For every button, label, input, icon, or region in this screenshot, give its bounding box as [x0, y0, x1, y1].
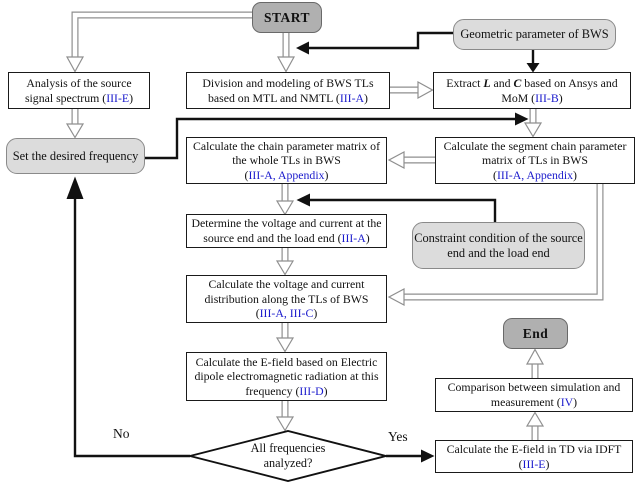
geometric-label: Geometric parameter of BWS	[460, 27, 609, 42]
determine-label: Determine the voltage and current at the…	[191, 216, 382, 245]
ref-III-E: III-E	[522, 456, 546, 471]
symbol-L: L	[483, 75, 491, 90]
ref-III-A: III-A	[339, 90, 365, 105]
node-determine-vi: Determine the voltage and current at the…	[186, 214, 387, 248]
black-arrows	[66, 31, 540, 463]
ref-III-A-III-C: III-A, III-C	[259, 306, 314, 321]
set-frequency-label: Set the desired frequency	[12, 148, 139, 163]
end-label: End	[522, 325, 549, 341]
node-end: End	[503, 318, 568, 349]
ref-III-D: III-D	[299, 383, 324, 398]
ref-III-A-appendix: III-A, Appendix	[248, 167, 325, 182]
idft-label: Calculate the E-field in TD via IDFT(III…	[446, 441, 622, 471]
decision-diamond-shape	[189, 430, 387, 482]
node-set-frequency: Set the desired frequency	[6, 138, 145, 174]
start-label: START	[263, 9, 311, 25]
node-start: START	[252, 2, 322, 33]
ref-IV: IV	[560, 395, 574, 409]
edge-label-no: No	[113, 426, 130, 441]
ref-III-B: III-B	[535, 90, 559, 105]
ref-III-E: III-E	[106, 90, 130, 105]
symbol-C: C	[513, 75, 522, 90]
ref-III-A-appendix: III-A, Appendix	[496, 167, 573, 182]
decision-diamond-label: All frequencies analyzed?	[250, 441, 326, 470]
node-geometric-parameter: Geometric parameter of BWS	[453, 19, 616, 50]
hollow-arrows	[65, 11, 604, 440]
ref-III-A: III-A	[341, 231, 366, 245]
node-idft: Calculate the E-field in TD via IDFT(III…	[435, 440, 633, 473]
edge-label-yes: Yes	[388, 429, 408, 444]
